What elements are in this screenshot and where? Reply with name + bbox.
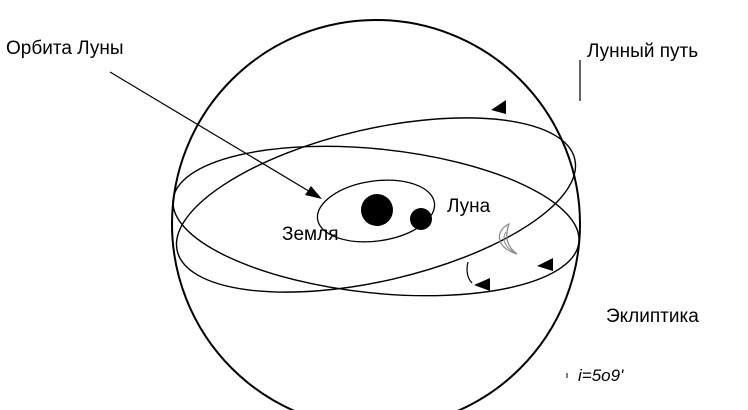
moon-orbit-label: Орбита Луны [6,38,124,59]
inclination-arc [466,261,473,284]
lunar-path-circle [175,117,577,293]
lunar-path-label: Лунный путь [587,41,698,62]
moon-orbit-pointer [109,71,318,197]
direction-arrow-icon [491,100,506,114]
earth-label: Земля [282,224,338,245]
ecliptic-label: Эклиптика [606,306,699,327]
direction-arrow-icon [474,278,490,291]
moon-icon [410,208,432,230]
moon-crescent-shade [503,231,515,253]
earth-icon [361,194,393,226]
moon-orbit-pointer-arrowhead [305,186,322,199]
ecliptic-circle [172,145,580,297]
moon-orbit [316,179,436,243]
direction-arrow-icon [537,258,553,271]
inclination-label: i=5o9' [578,366,624,385]
celestial-sphere [171,19,581,410]
moon-crescent-icon [498,222,518,255]
moon-label: Луна [447,196,491,217]
